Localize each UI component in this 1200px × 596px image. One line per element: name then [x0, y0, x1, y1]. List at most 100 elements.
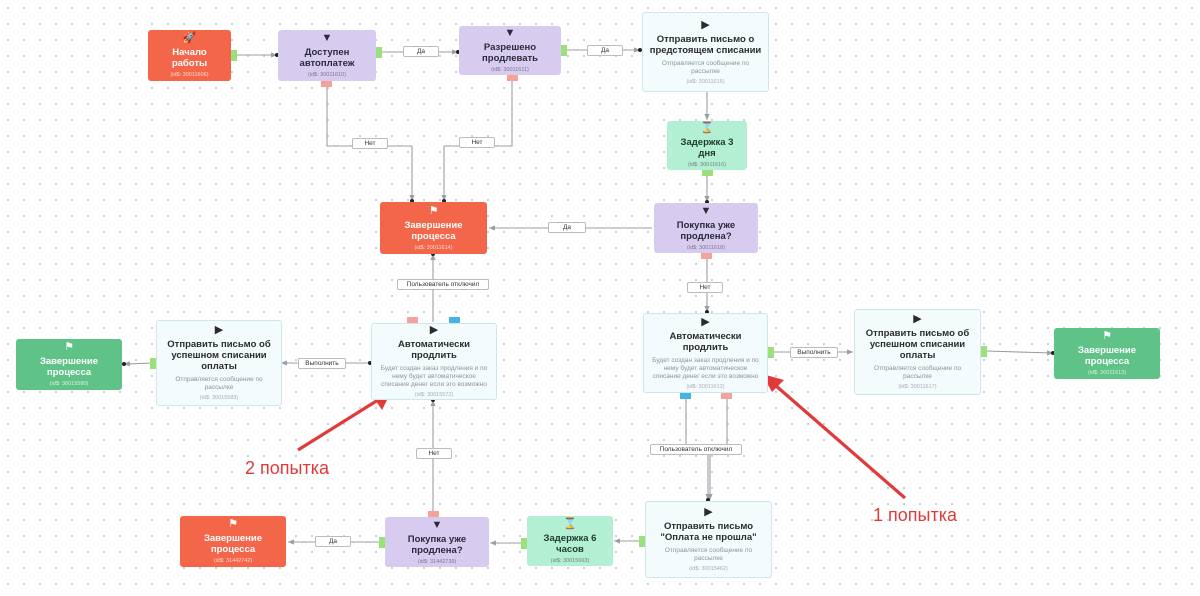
node-title: Завершение процесса	[1077, 345, 1137, 367]
node-description: Будет создан заказ продления и по нему б…	[380, 365, 488, 388]
port-user-off[interactable]	[449, 317, 460, 323]
port-yes[interactable]	[376, 47, 382, 58]
node-start[interactable]: 🚀 Начало работы (id$: 30011606)	[148, 30, 231, 81]
annotation-attempt-2: 2 попытка	[245, 458, 329, 478]
node-end-success-2[interactable]: ⚑ Завершение процесса (id$: 30015580)	[16, 339, 122, 390]
edge-label-user-disabled[interactable]: Пользователь отключил	[650, 444, 742, 455]
edge-label-yes[interactable]: Да	[587, 45, 623, 56]
play-icon: ▶	[701, 18, 710, 31]
node-title: Доступен автоплатеж	[299, 47, 355, 69]
port-no[interactable]	[407, 317, 418, 323]
node-id: (id$: 30011611)	[491, 67, 529, 73]
annotation-arrow-1	[773, 383, 907, 500]
node-id: (id$: 30011612)	[686, 383, 725, 390]
node-title: Покупка уже продлена?	[407, 533, 467, 556]
rocket-icon: 🚀	[182, 32, 197, 44]
annotation-attempt-1: 1 попытка	[873, 505, 957, 525]
node-title: Отправить письмо "Оплата не прошла"	[660, 521, 757, 543]
play-icon: ▶	[913, 313, 922, 325]
port-yes[interactable]	[379, 537, 385, 548]
node-success-letter-2[interactable]: ▶ Отправить письмо об успешном списании …	[156, 320, 282, 406]
filter-icon: ▼	[504, 27, 516, 39]
flag-icon: ⚑	[1102, 330, 1112, 342]
node-title: Завершение процесса	[203, 533, 263, 555]
port-next[interactable]	[521, 538, 527, 549]
port-next[interactable]	[702, 170, 713, 176]
port-yes[interactable]	[231, 50, 237, 61]
node-title: Отправить письмо об успешном списании оп…	[865, 328, 970, 361]
edge-label-run[interactable]: Выполнить	[298, 358, 346, 369]
port-no[interactable]	[428, 511, 439, 517]
node-id: (id$: 30011618)	[686, 244, 726, 251]
node-end-bottom[interactable]: ⚑ Завершение процесса (id$: 31442742)	[180, 516, 286, 567]
junction-dot	[122, 362, 126, 366]
annotation-arrow-2	[297, 398, 379, 452]
port-yes[interactable]	[768, 347, 774, 358]
port-user-off[interactable]	[680, 393, 691, 399]
node-id: (id$: 30015462)	[689, 566, 728, 572]
port-no[interactable]	[321, 81, 332, 87]
edge-label-run[interactable]: Выполнить	[790, 347, 838, 358]
port-next[interactable]	[150, 358, 156, 369]
edge-success1-endok1	[985, 350, 1054, 356]
node-auto-renew-1[interactable]: ▶ Автоматически продлить Будет создан за…	[643, 313, 768, 393]
play-icon: ▶	[704, 506, 713, 518]
node-check-renewed-1[interactable]: ▼ Покупка уже продлена? (id$: 30011618)	[654, 203, 758, 253]
node-title: Отправить письмо об успешном списании оп…	[167, 339, 271, 372]
play-icon: ▶	[214, 324, 224, 336]
node-id: (id$: 30011617)	[898, 384, 937, 390]
node-title: Покупка уже продлена?	[676, 219, 736, 242]
node-success-letter-1[interactable]: ▶ Отправить письмо об успешном списании …	[854, 309, 981, 395]
node-id: (id$: 30011610)	[307, 72, 347, 78]
edge-label-yes[interactable]: Да	[548, 222, 586, 233]
port-yes[interactable]	[561, 45, 567, 56]
node-title: Отправить письмо о предстоящем списании	[649, 33, 762, 56]
node-delay-6-hours[interactable]: ⌛ Задержка 6 часов (id$: 30015663)	[527, 516, 613, 566]
edge-label-yes[interactable]: Да	[403, 46, 439, 57]
edge-label-no[interactable]: Нет	[416, 448, 452, 459]
node-id: (id$: 30011614)	[414, 244, 453, 251]
port-next[interactable]	[981, 346, 987, 357]
node-end-success-1[interactable]: ⚑ Завершение процесса (id$: 30011613)	[1054, 328, 1160, 379]
flag-icon: ⚑	[228, 518, 238, 530]
edge-label-yes[interactable]: Да	[315, 536, 351, 547]
node-allowed[interactable]: ▼ Разрешено продлевать (id$: 30011611)	[459, 26, 561, 75]
node-payment-failed-letter[interactable]: ▶ Отправить письмо "Оплата не прошла" От…	[645, 501, 772, 578]
play-icon: ▶	[429, 324, 439, 336]
node-id: (id$: 30011613)	[1087, 370, 1127, 376]
node-id: (id$: 30015572)	[414, 392, 454, 398]
node-autopay[interactable]: ▼ Доступен автоплатеж (id$: 30011610)	[278, 30, 376, 81]
edge-label-no[interactable]: Нет	[352, 138, 388, 149]
junction-dot	[638, 48, 642, 52]
node-notify[interactable]: ▶ Отправить письмо о предстоящем списани…	[642, 12, 769, 92]
port-no[interactable]	[701, 253, 712, 259]
node-title: Начало работы	[171, 47, 208, 69]
hourglass-icon: ⌛	[700, 122, 714, 134]
edge-label-no[interactable]: Нет	[459, 137, 495, 148]
node-id: (id$: 30011606)	[170, 72, 209, 78]
node-description: Отправляется сообщение по рассылке	[873, 365, 962, 380]
node-title: Разрешено продлевать	[482, 42, 538, 64]
node-id: (id$: 30011616)	[687, 162, 727, 168]
node-description: Отправляется сообщение по рассылке	[664, 547, 753, 562]
flag-icon: ⚑	[428, 204, 439, 217]
node-id: (id$: 30015663)	[550, 557, 590, 564]
filter-icon: ▼	[431, 518, 443, 531]
node-delay-3-days[interactable]: ⌛ Задержка 3 дня (id$: 30011616)	[667, 121, 747, 170]
hourglass-icon: ⌛	[563, 517, 577, 530]
port-next[interactable]	[639, 536, 645, 547]
node-end-main[interactable]: ⚑ Завершение процесса (id$: 30011614)	[380, 202, 487, 254]
node-description: Отправляется сообщение по рассылке	[661, 59, 750, 75]
edge-label-no[interactable]: Нет	[687, 282, 723, 293]
port-no[interactable]	[721, 393, 732, 399]
node-title: Автоматически продлить	[397, 339, 470, 361]
node-check-renewed-2[interactable]: ▼ Покупка уже продлена? (id$: 31442739)	[385, 517, 489, 567]
edge-success2-endok2	[123, 361, 155, 367]
node-id: (id$: 30015583)	[199, 395, 239, 401]
node-title: Завершение процесса	[39, 356, 99, 378]
port-no[interactable]	[507, 75, 518, 81]
edge-label-user-disabled[interactable]: Пользователь отключил	[397, 279, 489, 290]
node-auto-renew-2[interactable]: ▶ Автоматически продлить Будет создан за…	[371, 323, 497, 400]
